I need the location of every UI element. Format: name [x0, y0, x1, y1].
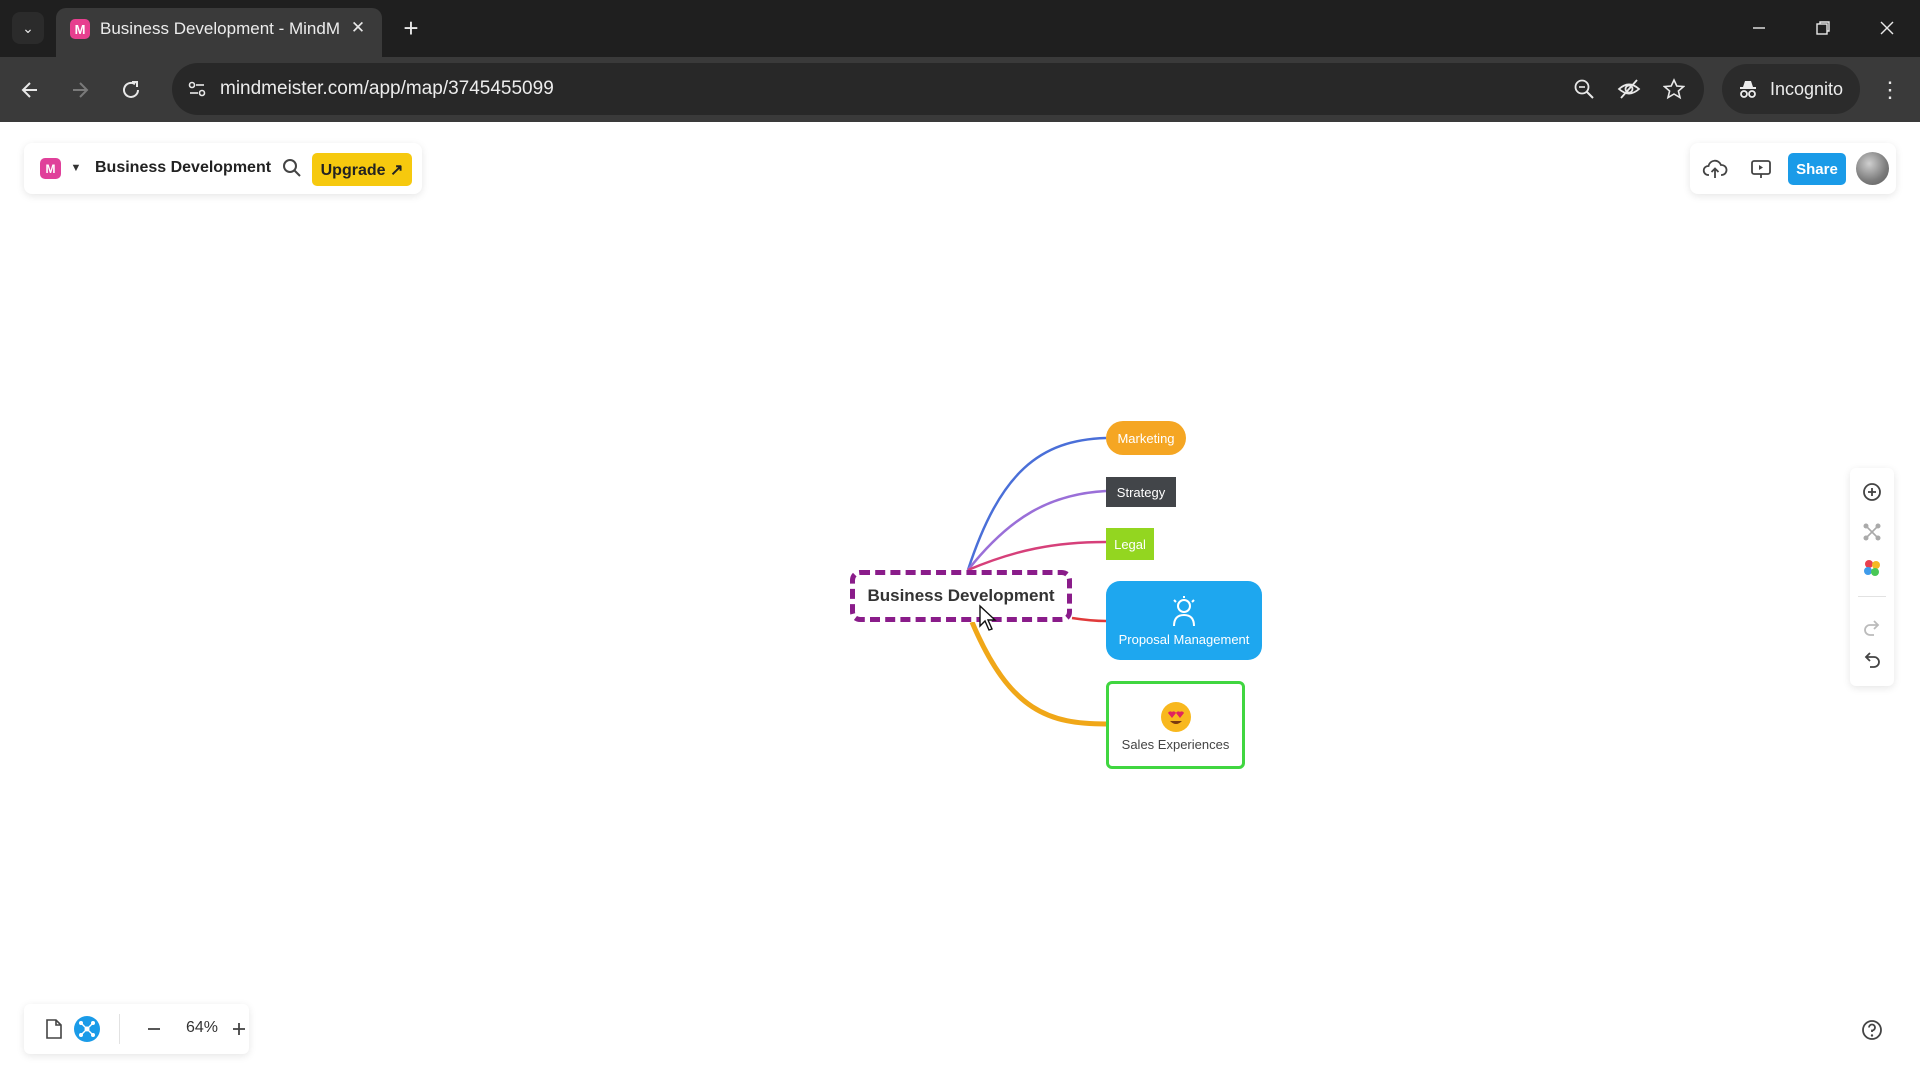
heart-eyes-emoji-icon — [1158, 699, 1194, 735]
site-settings-icon[interactable] — [182, 74, 212, 104]
outline-view-icon[interactable] — [41, 1016, 67, 1042]
mindmap-view-icon[interactable] — [74, 1016, 100, 1042]
zoom-magnifier-icon[interactable] — [1569, 74, 1599, 104]
back-arrow-icon[interactable] — [13, 73, 47, 107]
share-button[interactable]: Share — [1788, 153, 1846, 185]
incognito-label: Incognito — [1770, 79, 1844, 99]
incognito-icon — [1740, 81, 1756, 98]
marketing-node[interactable]: Marketing — [1106, 421, 1186, 455]
tool-rail-divider — [1858, 596, 1886, 597]
window-close-icon[interactable] — [1870, 12, 1904, 44]
map-title[interactable]: Business Development — [95, 159, 272, 176]
legal-node[interactable]: Legal — [1106, 528, 1154, 560]
central-topic-node[interactable]: Business Development — [850, 570, 1072, 622]
add-topic-icon[interactable] — [1860, 480, 1884, 504]
sales-experiences-label: Sales Experiences — [1121, 736, 1230, 752]
central-topic-label: Business Development — [867, 586, 1055, 605]
restore-icon[interactable] — [1806, 12, 1840, 44]
map-tool-rail — [1850, 468, 1894, 686]
mindmap-canvas[interactable] — [0, 122, 1920, 1080]
presentation-icon[interactable] — [1748, 156, 1774, 182]
zoom-level[interactable]: 64% — [186, 1019, 219, 1036]
browser-tab-strip: ⌄ M Business Development - MindMeister ✕… — [0, 0, 1920, 57]
tab-close-icon[interactable]: ✕ — [350, 18, 366, 37]
zoom-in-icon[interactable] — [226, 1016, 252, 1042]
mindmeister-favicon-icon: M — [70, 19, 90, 39]
marketing-label: Marketing — [1117, 430, 1175, 446]
undo-icon[interactable] — [1860, 648, 1884, 672]
mindmap-connectors — [966, 436, 1107, 727]
idea-person-icon — [1166, 594, 1202, 630]
new-tab-plus-icon[interactable]: + — [403, 12, 419, 43]
user-avatar[interactable] — [1856, 152, 1889, 185]
connect-icon[interactable] — [1860, 520, 1884, 544]
upgrade-button[interactable]: Upgrade ↗ — [312, 153, 412, 186]
map-actions-panel: Share — [1690, 143, 1896, 194]
strategy-label: Strategy — [1116, 484, 1166, 500]
browser-toolbar: mindmeister.com/app/map/3745455099 Incog… — [0, 57, 1920, 122]
address-bar[interactable]: mindmeister.com/app/map/3745455099 — [172, 63, 1704, 115]
map-title-panel: M ▼ Business Development Upgrade ↗ — [24, 143, 422, 194]
chevron-down-icon[interactable]: ▼ — [70, 162, 82, 174]
tab-search-chevron-icon[interactable]: ⌄ — [12, 12, 44, 44]
proposal-management-label: Proposal Management — [1118, 632, 1250, 647]
browser-tab[interactable]: M Business Development - MindMeister ✕ — [56, 8, 382, 57]
url-text: mindmeister.com/app/map/3745455099 — [220, 78, 554, 99]
mindmeister-logo-icon[interactable]: M — [40, 158, 61, 179]
browser-menu-icon[interactable]: ⋮ — [1879, 77, 1901, 102]
zoom-out-icon[interactable] — [141, 1016, 167, 1042]
sales-experiences-node[interactable]: Sales Experiences — [1106, 681, 1245, 769]
forward-arrow-icon[interactable] — [63, 73, 97, 107]
mouse-cursor-icon — [979, 604, 997, 631]
legal-label: Legal — [1114, 536, 1146, 552]
color-palette-icon[interactable] — [1860, 556, 1884, 580]
help-icon[interactable] — [1858, 1016, 1886, 1044]
reload-icon[interactable] — [114, 73, 148, 107]
incognito-badge[interactable]: Incognito — [1722, 64, 1860, 114]
search-icon[interactable] — [280, 156, 304, 180]
view-zoom-bar: 64% — [24, 1004, 249, 1054]
minimize-icon[interactable] — [1742, 12, 1776, 44]
eye-off-icon[interactable] — [1614, 74, 1644, 104]
cloud-export-icon[interactable] — [1702, 156, 1728, 182]
strategy-node[interactable]: Strategy — [1106, 477, 1176, 507]
bookmark-star-icon[interactable] — [1659, 74, 1689, 104]
proposal-management-node[interactable]: Proposal Management — [1106, 581, 1262, 660]
redo-icon[interactable] — [1860, 616, 1884, 640]
tab-title: Business Development - MindMeister — [100, 19, 340, 38]
zoom-bar-divider — [119, 1014, 120, 1044]
